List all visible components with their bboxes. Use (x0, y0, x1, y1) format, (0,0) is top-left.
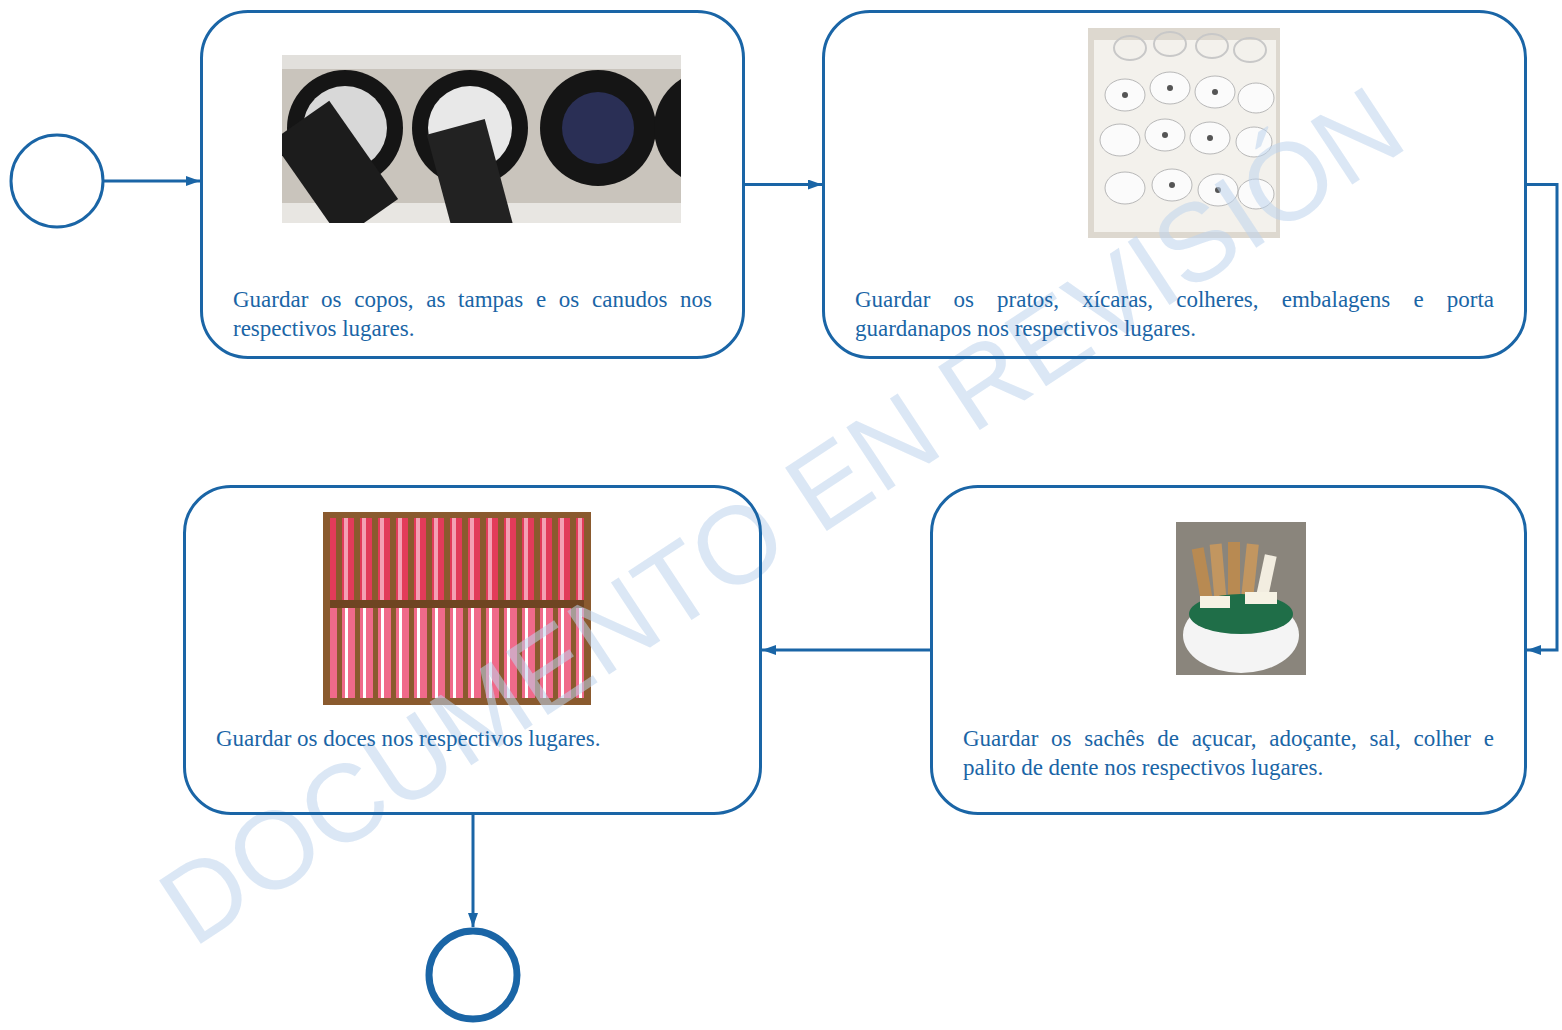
sachet (1210, 544, 1227, 599)
photo-strip (282, 55, 681, 69)
cup-stack (427, 119, 513, 223)
process-box: Guardar os sachês de açucar, adoçante, s… (930, 485, 1527, 815)
photo-ground (1176, 522, 1306, 675)
end-arrow (472, 815, 475, 927)
cup-stack (282, 101, 398, 223)
cup-logo (1169, 182, 1175, 188)
start-event (11, 135, 103, 227)
basket (323, 512, 591, 705)
end-event (429, 931, 517, 1019)
cup-logo (1215, 187, 1221, 193)
watermark: DOCUMENTO EN REVISIÓN (137, 60, 1425, 969)
cup (1198, 174, 1238, 206)
green-sachets (1189, 594, 1293, 634)
step-text: Guardar os sachês de açucar, adoçante, s… (963, 724, 1494, 782)
cups-photo (1088, 28, 1280, 238)
sachets-photo (1176, 522, 1306, 675)
basket-rim (330, 600, 584, 608)
cup (1150, 72, 1190, 104)
glass (1154, 32, 1186, 56)
step-text: Guardar os copos, as tampas e os canudos… (233, 285, 712, 343)
cup-logo (1212, 89, 1218, 95)
candies-photo (323, 512, 591, 705)
cup (1236, 127, 1272, 157)
candy-row (330, 606, 584, 698)
cup-logo (1162, 132, 1168, 138)
flow-arrow (1527, 185, 1557, 651)
step-text: Guardar os pratos, xícaras, colheres, em… (855, 285, 1494, 343)
cup (1238, 83, 1274, 113)
cup-logo (1167, 85, 1173, 91)
cup-logo (1122, 92, 1128, 98)
dispenser-hole (540, 70, 656, 186)
cup-logo (1207, 135, 1213, 141)
glass (1234, 38, 1266, 62)
candy-row (330, 518, 584, 602)
sachet (1241, 544, 1259, 599)
cup (1190, 122, 1230, 154)
sachet (1245, 592, 1277, 604)
start-arrow (103, 180, 200, 183)
cup (1100, 124, 1140, 156)
cup (1195, 76, 1235, 108)
dispenser-inside (562, 92, 634, 164)
sachet (1228, 542, 1240, 598)
flow-arrow (745, 183, 822, 186)
photo-ground (1088, 28, 1280, 238)
cup (1238, 179, 1274, 209)
sachet (1200, 596, 1230, 608)
cup (1152, 169, 1192, 201)
glass (1114, 36, 1146, 60)
tray (1094, 40, 1276, 232)
flow-arrow (762, 649, 930, 652)
step-text: Guardar os doces nos respectivos lugares… (216, 724, 729, 753)
dispenser-hole (654, 70, 681, 186)
sachet (1192, 547, 1213, 598)
cup-dispenser-photo (282, 55, 681, 223)
process-box: Guardar os doces nos respectivos lugares… (183, 485, 762, 815)
cup (1145, 119, 1185, 151)
process-box: Guardar os copos, as tampas e os canudos… (200, 10, 745, 359)
glass (1196, 34, 1228, 58)
cup (1105, 79, 1145, 111)
cup (1105, 172, 1145, 204)
process-box: Guardar os pratos, xícaras, colheres, em… (822, 10, 1527, 359)
